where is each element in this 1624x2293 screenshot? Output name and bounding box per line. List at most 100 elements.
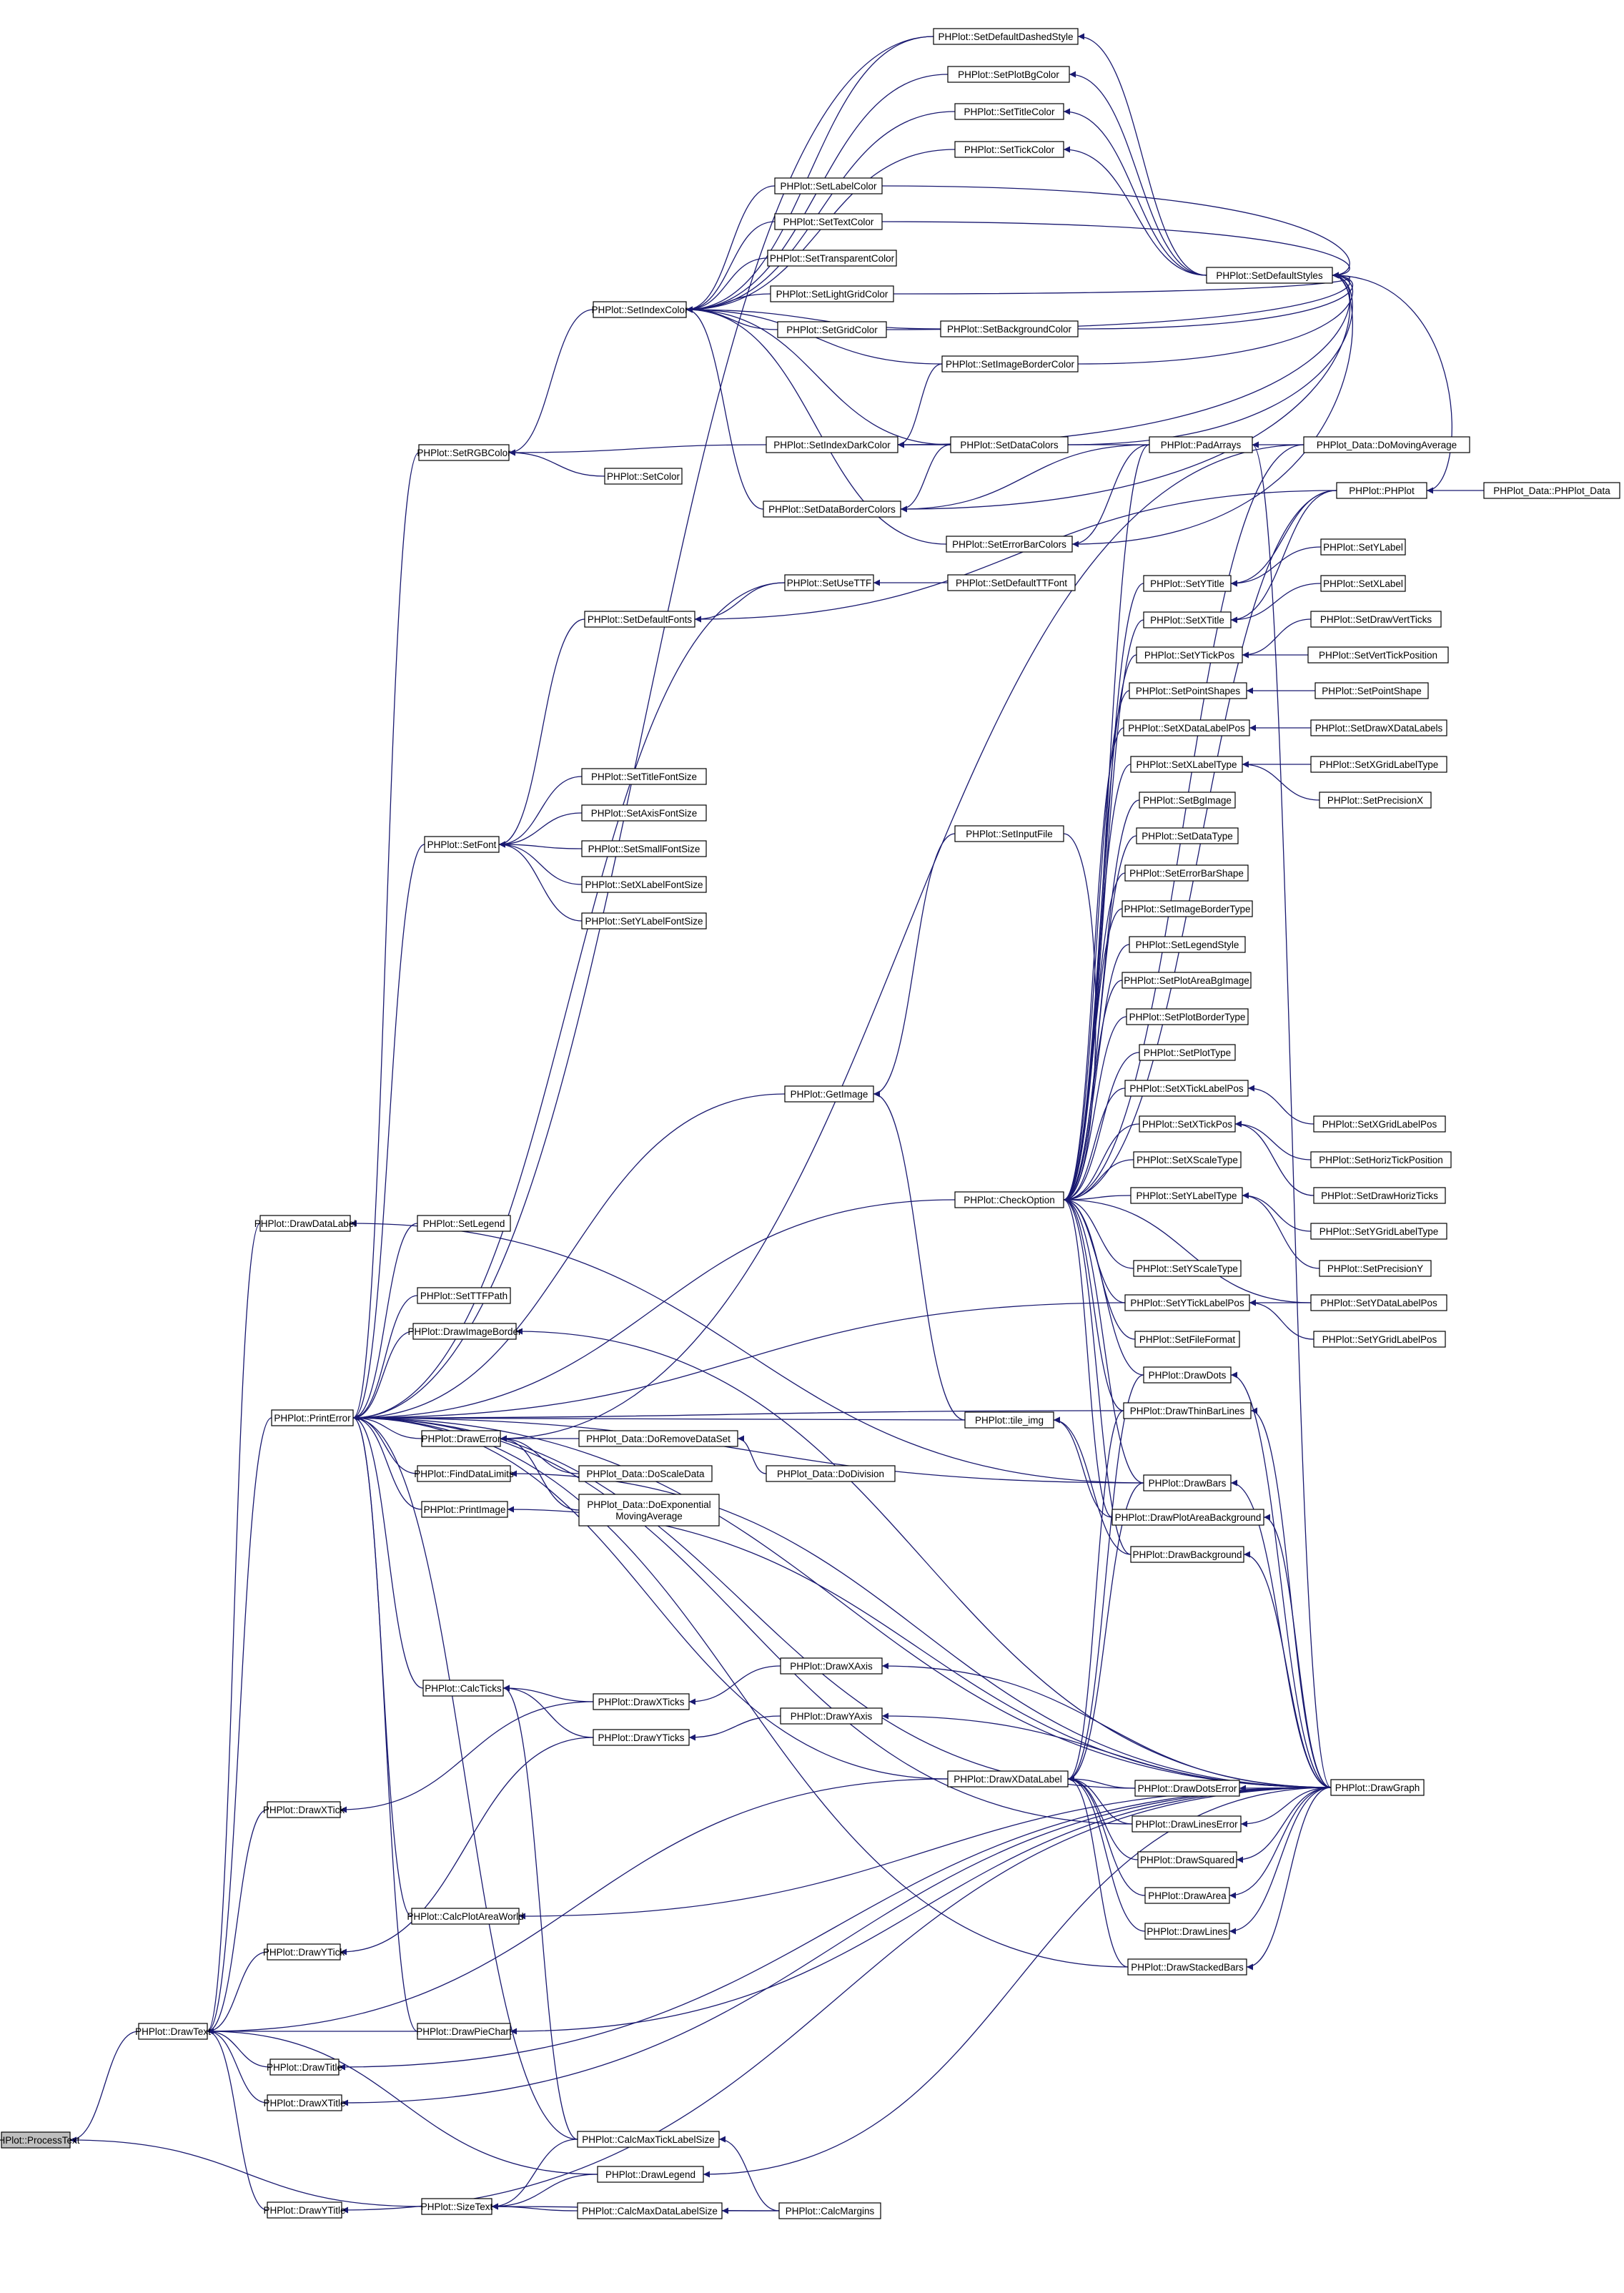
node-SetHorizTickPosition[interactable]: PHPlot::SetHorizTickPosition	[1310, 1151, 1452, 1168]
node-SetXTitle[interactable]: PHPlot::SetXTitle	[1143, 611, 1232, 628]
node-SetIndexDarkColor[interactable]: PHPlot::SetIndexDarkColor	[766, 436, 898, 453]
node-SetBackgroundColor[interactable]: PHPlot::SetBackgroundColor	[940, 320, 1079, 337]
node-SetLabelColor[interactable]: PHPlot::SetLabelColor	[774, 177, 883, 194]
node-DrawDataLabel[interactable]: PHPlot::DrawDataLabel	[254, 1215, 357, 1232]
node-SetFileFormat[interactable]: PHPlot::SetFileFormat	[1134, 1331, 1240, 1348]
node-SetLegendStyle[interactable]: PHPlot::SetLegendStyle	[1129, 936, 1246, 953]
node-SetXGridLabelPos[interactable]: PHPlot::SetXGridLabelPos	[1313, 1115, 1446, 1133]
node-SetXLabel[interactable]: PHPlot::SetXLabel	[1320, 575, 1406, 592]
node-DrawDotsError[interactable]: PHPlot::DrawDotsError	[1134, 1780, 1240, 1797]
node-SetYDataLabelPos[interactable]: PHPlot::SetYDataLabelPos	[1310, 1294, 1447, 1311]
node-SetPlotType[interactable]: PHPlot::SetPlotType	[1139, 1044, 1236, 1061]
node-SetDefaultDashedStyle[interactable]: PHPlot::SetDefaultDashedStyle	[933, 28, 1079, 45]
node-CalcPlotAreaWorld[interactable]: PHPlot::CalcPlotAreaWorld	[407, 1908, 524, 1925]
node-SetUseTTF[interactable]: PHPlot::SetUseTTF	[784, 574, 874, 591]
node-DoMovingAverage[interactable]: PHPlot_Data::DoMovingAverage	[1303, 436, 1470, 453]
node-DrawImageBorder[interactable]: PHPlot::DrawImageBorder	[407, 1323, 522, 1340]
node-SetTitleFontSize[interactable]: PHPlot::SetTitleFontSize	[581, 768, 707, 785]
node-DrawBackground[interactable]: PHPlot::DrawBackground	[1130, 1546, 1244, 1563]
node-SetXDataLabelPos[interactable]: PHPlot::SetXDataLabelPos	[1123, 719, 1250, 736]
node-ProcessText[interactable]: PHPlot::ProcessText	[0, 2131, 80, 2149]
node-SetImageBorderColor[interactable]: PHPlot::SetImageBorderColor	[941, 355, 1079, 373]
node-SetXGridLabelType[interactable]: PHPlot::SetXGridLabelType	[1310, 756, 1447, 773]
node-DrawYTicks[interactable]: PHPlot::DrawYTicks	[593, 1729, 690, 1746]
node-SetYTitle[interactable]: PHPlot::SetYTitle	[1143, 575, 1232, 592]
node-SetXLabelFontSize[interactable]: PHPlot::SetXLabelFontSize	[581, 876, 707, 893]
node-DrawXDataLabel[interactable]: PHPlot::DrawXDataLabel	[947, 1770, 1069, 1787]
node-FindDataLimits[interactable]: PHPlot::FindDataLimits	[414, 1465, 514, 1482]
node-SetRGBColor[interactable]: PHPlot::SetRGBColor	[417, 444, 511, 461]
node-SetSmallFontSize[interactable]: PHPlot::SetSmallFontSize	[581, 840, 707, 857]
node-CalcMaxDataLabelSize[interactable]: PHPlot::CalcMaxDataLabelSize	[577, 2202, 723, 2219]
node-SetAxisFontSize[interactable]: PHPlot::SetAxisFontSize	[581, 804, 707, 822]
node-SetDefaultTTFont[interactable]: PHPlot::SetDefaultTTFont	[947, 574, 1076, 591]
node-DrawThinBarLines[interactable]: PHPlot::DrawThinBarLines	[1123, 1402, 1252, 1419]
node-SetTitleColor[interactable]: PHPlot::SetTitleColor	[954, 103, 1064, 120]
node-SetDataType[interactable]: PHPlot::SetDataType	[1136, 827, 1239, 844]
node-SetYGridLabelPos[interactable]: PHPlot::SetYGridLabelPos	[1313, 1331, 1446, 1348]
node-CalcTicks[interactable]: PHPlot::CalcTicks	[422, 1680, 504, 1697]
node-SetErrorBarShape[interactable]: PHPlot::SetErrorBarShape	[1124, 864, 1249, 882]
node-SetDefaultStyles[interactable]: PHPlot::SetDefaultStyles	[1206, 267, 1333, 284]
node-DrawXTitle[interactable]: PHPlot::DrawXTitle	[263, 2094, 346, 2111]
node-DrawGraph[interactable]: PHPlot::DrawGraph	[1330, 1779, 1425, 1796]
node-GetImage[interactable]: PHPlot::GetImage	[784, 1085, 874, 1103]
node-SetYGridLabelType[interactable]: PHPlot::SetYGridLabelType	[1310, 1223, 1447, 1240]
node-SetColor[interactable]: PHPlot::SetColor	[604, 468, 683, 485]
node-SetLightGridColor[interactable]: PHPlot::SetLightGridColor	[770, 285, 894, 302]
node-SetYScaleType[interactable]: PHPlot::SetYScaleType	[1133, 1260, 1242, 1277]
node-DrawPieChart[interactable]: PHPlot::DrawPieChart	[416, 2023, 512, 2040]
node-SetPlotAreaBgImage[interactable]: PHPlot::SetPlotAreaBgImage	[1122, 972, 1252, 989]
node-DrawXTicks[interactable]: PHPlot::DrawXTicks	[593, 1693, 690, 1710]
node-SetBgImage[interactable]: PHPlot::SetBgImage	[1139, 792, 1236, 809]
node-SetFont[interactable]: PHPlot::SetFont	[424, 836, 500, 853]
node-DrawStackedBars[interactable]: PHPlot::DrawStackedBars	[1127, 1958, 1247, 1976]
node-DrawLinesError[interactable]: PHPlot::DrawLinesError	[1132, 1815, 1242, 1833]
node-SizeText[interactable]: PHPlot::SizeText	[421, 2198, 493, 2215]
node-DoScaleData[interactable]: PHPlot_Data::DoScaleData	[578, 1465, 713, 1482]
node-CalcMargins[interactable]: PHPlot::CalcMargins	[778, 2202, 881, 2219]
node-DrawError[interactable]: PHPlot::DrawError	[421, 1430, 501, 1447]
node-DrawXTick[interactable]: PHPlot::DrawXTick	[263, 1801, 345, 1818]
node-SetXLabelType[interactable]: PHPlot::SetXLabelType	[1130, 756, 1243, 773]
node-CalcMaxTickLabelSize[interactable]: PHPlot::CalcMaxTickLabelSize	[577, 2131, 720, 2148]
node-SetYLabelFontSize[interactable]: PHPlot::SetYLabelFontSize	[581, 912, 707, 929]
node-DoDivision[interactable]: PHPlot_Data::DoDivision	[766, 1465, 896, 1482]
node-SetIndexColor[interactable]: PHPlot::SetIndexColor	[591, 301, 688, 318]
node-SetXScaleType[interactable]: PHPlot::SetXScaleType	[1133, 1151, 1242, 1168]
node-SetDataColors[interactable]: PHPlot::SetDataColors	[950, 436, 1069, 453]
node-DrawText[interactable]: PHPlot::DrawText	[135, 2023, 211, 2040]
node-PrintError[interactable]: PHPlot::PrintError	[271, 1409, 354, 1426]
node-SetPlotBorderType[interactable]: PHPlot::SetPlotBorderType	[1126, 1008, 1249, 1025]
node-SetPointShapes[interactable]: PHPlot::SetPointShapes	[1129, 682, 1247, 699]
node-SetTransparentColor[interactable]: PHPlot::SetTransparentColor	[767, 250, 897, 267]
node-SetTTFPath[interactable]: PHPlot::SetTTFPath	[417, 1287, 511, 1304]
node-SetDefaultFonts[interactable]: PHPlot::SetDefaultFonts	[584, 611, 695, 628]
node-DrawXAxis[interactable]: PHPlot::DrawXAxis	[780, 1657, 883, 1675]
node-SetLegend[interactable]: PHPlot::SetLegend	[417, 1215, 511, 1232]
node-SetYTickLabelPos[interactable]: PHPlot::SetYTickLabelPos	[1124, 1294, 1250, 1311]
node-SetYLabel[interactable]: PHPlot::SetYLabel	[1320, 538, 1406, 556]
node-DrawYAxis[interactable]: PHPlot::DrawYAxis	[780, 1707, 883, 1725]
node-SetXTickPos[interactable]: PHPlot::SetXTickPos	[1139, 1115, 1236, 1133]
node-DrawYTitle[interactable]: PHPlot::DrawYTitle	[263, 2201, 346, 2219]
node-PrintImage[interactable]: PHPlot::PrintImage	[421, 1501, 508, 1518]
node-SetTickColor[interactable]: PHPlot::SetTickColor	[954, 141, 1064, 158]
node-DrawBars[interactable]: PHPlot::DrawBars	[1143, 1474, 1232, 1491]
node-tile_img[interactable]: PHPlot::tile_img	[964, 1411, 1054, 1429]
node-SetDrawHorizTicks[interactable]: PHPlot::SetDrawHorizTicks	[1313, 1187, 1446, 1204]
node-SetDrawXDataLabels[interactable]: PHPlot::SetDrawXDataLabels	[1310, 719, 1447, 736]
node-SetPlotBgColor[interactable]: PHPlot::SetPlotBgColor	[947, 66, 1070, 83]
node-DrawSquared[interactable]: PHPlot::DrawSquared	[1137, 1851, 1237, 1868]
node-SetPointShape[interactable]: PHPlot::SetPointShape	[1314, 682, 1429, 699]
node-DrawArea[interactable]: PHPlot::DrawArea	[1144, 1887, 1230, 1904]
node-SetPrecisionX[interactable]: PHPlot::SetPrecisionX	[1319, 792, 1432, 809]
node-SetXTickLabelPos[interactable]: PHPlot::SetXTickLabelPos	[1124, 1080, 1249, 1097]
node-SetVertTickPosition[interactable]: PHPlot::SetVertTickPosition	[1307, 646, 1449, 664]
node-DrawDots[interactable]: PHPlot::DrawDots	[1143, 1366, 1232, 1384]
node-SetTextColor[interactable]: PHPlot::SetTextColor	[774, 213, 883, 230]
node-PHPlot_Data[interactable]: PHPlot_Data::PHPlot_Data	[1483, 482, 1620, 499]
node-SetDataBorderColors[interactable]: PHPlot::SetDataBorderColors	[763, 500, 901, 518]
node-SetGridColor[interactable]: PHPlot::SetGridColor	[777, 321, 887, 338]
